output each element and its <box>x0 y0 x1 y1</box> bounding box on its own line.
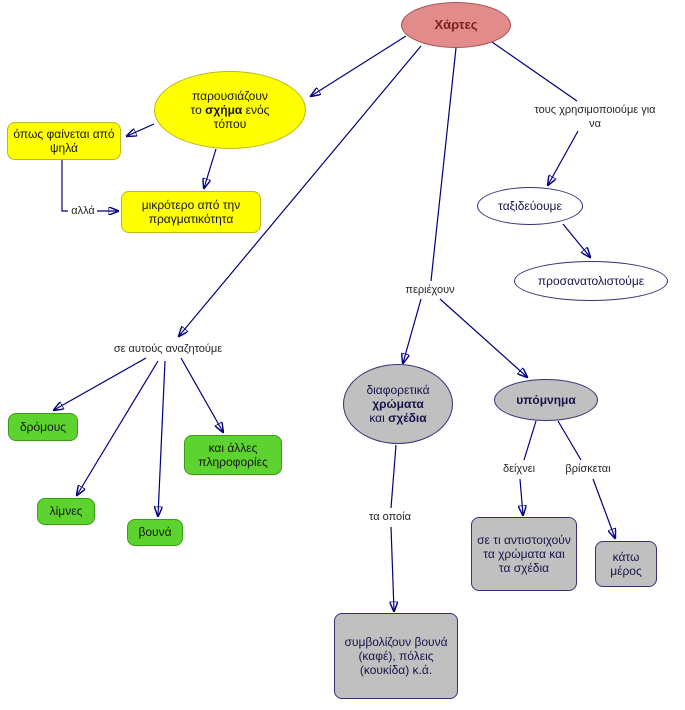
node-symbolize-label: συμβολίζουν βουνά (καφέ), πόλεις (κουκίδ… <box>344 634 448 678</box>
edge-root-to-use-for <box>491 41 578 102</box>
presents-line2-pre: το <box>190 102 206 117</box>
node-mountains-label: βουνά <box>138 525 172 540</box>
colors-designs-line3-bold: σχέδια <box>388 411 427 426</box>
node-other-info-label: και άλλες πληροφορίες <box>198 440 268 469</box>
node-maps-root-label: Χάρτες <box>434 17 478 33</box>
edge-search-to-mountains <box>158 360 166 516</box>
node-mountains[interactable]: βουνά <box>127 519 183 546</box>
node-other-info[interactable]: και άλλες πληροφορίες <box>184 435 282 475</box>
node-seen-from-above[interactable]: όπως φαίνεται από ψηλά <box>7 122 121 160</box>
presents-line3: τόπου <box>213 117 247 132</box>
node-presents-shape-label: παρουσιάζουν το σχήμα ενός τόπου <box>191 89 270 131</box>
node-legend-label: υπόμνημα <box>516 392 576 407</box>
edge-which-to-symbolize <box>391 526 394 611</box>
link-label-use-for[interactable]: τους χρησιμοποιούμε για να <box>534 104 656 130</box>
link-label-which[interactable]: τα οποία <box>369 511 411 523</box>
node-correspond[interactable]: σε τι αντιστοιχούν τα χρώματα και τα σχέ… <box>471 517 577 591</box>
edge-seen-from-above-to-but <box>61 160 68 212</box>
edge-contain-to-colors-designs <box>403 298 422 363</box>
node-symbolize[interactable]: συμβολίζουν βουνά (καφέ), πόλεις (κουκίδ… <box>334 613 458 699</box>
edge-legend-to-shows <box>523 420 537 461</box>
presents-line2-post: ενός <box>242 102 270 117</box>
node-smaller-than-reality[interactable]: μικρότερο από την πραγματικότητα <box>121 191 261 233</box>
node-bottom-part-label: κάτω μέρος <box>610 549 642 578</box>
node-seen-from-above-label: όπως φαίνεται από ψηλά <box>13 126 115 155</box>
edge-root-to-presents <box>311 35 407 96</box>
node-colors-designs[interactable]: διαφορετικά χρώματα και σχέδια <box>343 364 453 444</box>
node-roads[interactable]: δρόμους <box>8 413 78 441</box>
presents-line2-bold: σχήμα <box>205 102 243 117</box>
colors-designs-line3-pre: και <box>369 411 389 426</box>
edge-colors-designs-to-which <box>390 444 397 509</box>
edge-search-to-lakes <box>77 360 159 495</box>
node-legend[interactable]: υπόμνημα <box>494 379 598 421</box>
edge-search-to-other-info <box>180 357 223 432</box>
edge-contain-to-legend <box>439 298 527 377</box>
node-orient[interactable]: προσανατολιστούμε <box>514 261 668 301</box>
colors-designs-line1: διαφορετικά <box>366 382 430 397</box>
colors-designs-line2-bold: χρώματα <box>372 396 424 411</box>
node-colors-designs-label: διαφορετικά χρώματα και σχέδια <box>366 383 429 425</box>
presents-line1: παρουσιάζουν <box>192 88 268 103</box>
link-label-shows[interactable]: δείχνει <box>502 463 536 475</box>
node-bottom-part[interactable]: κάτω μέρος <box>595 541 657 587</box>
edge-located-to-bottom-part <box>592 478 615 538</box>
link-label-contain[interactable]: περιέχουν <box>405 284 455 296</box>
node-travel[interactable]: ταξιδεύουμε <box>477 187 583 225</box>
link-label-located[interactable]: βρίσκεται <box>565 463 611 475</box>
node-roads-label: δρόμους <box>19 419 67 434</box>
node-lakes[interactable]: λίμνες <box>37 498 95 525</box>
edge-root-to-contain <box>430 47 457 282</box>
node-presents-shape[interactable]: παρουσιάζουν το σχήμα ενός τόπου <box>154 71 306 149</box>
edge-search-to-roads <box>54 357 147 410</box>
node-travel-label: ταξιδεύουμε <box>498 198 562 213</box>
node-smaller-than-reality-label: μικρότερο από την πραγματικότητα <box>141 197 241 226</box>
edge-shows-to-correspond <box>520 478 523 515</box>
edge-root-to-search <box>179 45 422 336</box>
node-orient-label: προσανατολιστούμε <box>537 273 645 288</box>
edge-presents-to-seen-from-above <box>127 123 155 136</box>
link-label-search[interactable]: σε αυτούς αναζητούμε <box>113 343 223 355</box>
node-lakes-label: λίμνες <box>49 504 83 519</box>
edge-travel-to-orient <box>562 223 590 257</box>
link-label-but[interactable]: αλλά <box>71 205 95 217</box>
node-maps-root[interactable]: Χάρτες <box>401 2 511 48</box>
edge-presents-to-smaller <box>204 148 217 188</box>
edge-legend-to-located <box>557 420 582 461</box>
edge-use-for-to-travel <box>548 130 579 185</box>
node-correspond-label: σε τι αντιστοιχούν τα χρώματα και τα σχέ… <box>477 532 571 576</box>
